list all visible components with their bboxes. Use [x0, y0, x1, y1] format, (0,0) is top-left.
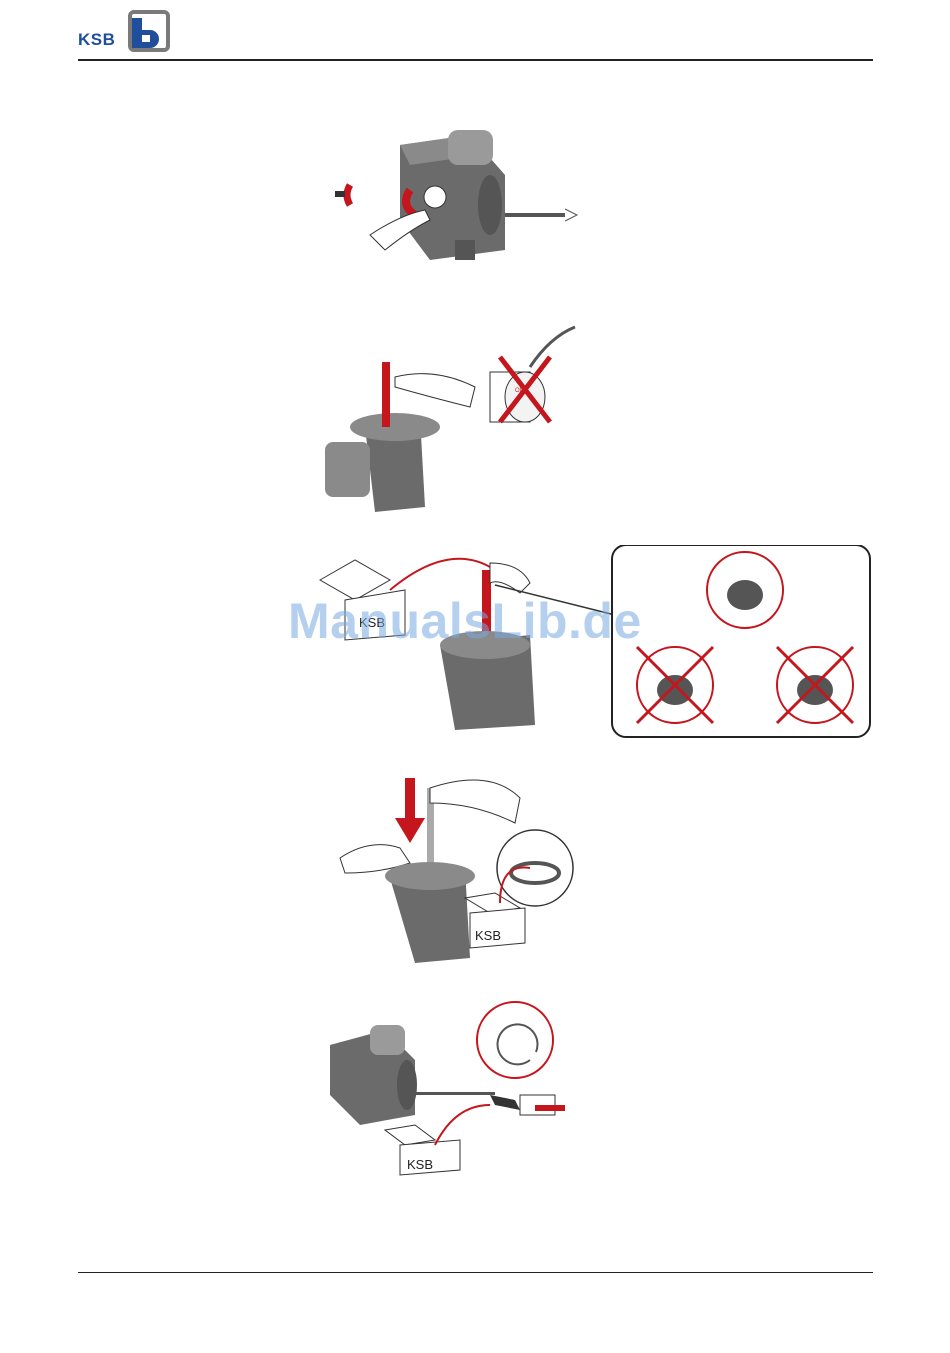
figure-circlip-install: KSB — [325, 1000, 580, 1180]
footer-rule — [78, 1272, 873, 1273]
figure-shaft-no-oil: OIL — [315, 322, 580, 517]
box-label: KSB — [475, 928, 501, 943]
header-rule — [78, 59, 873, 61]
ksb-logo: KSB — [78, 10, 178, 54]
logo-text: KSB — [78, 30, 115, 50]
ksb-logo-icon — [126, 10, 172, 52]
watermark: ManualsLib.de — [288, 592, 642, 650]
figure-press-washer: KSB — [335, 768, 585, 963]
push-arrow-icon — [395, 778, 425, 843]
box-label: KSB — [407, 1157, 433, 1172]
figure-motor-cover-removal — [330, 125, 590, 270]
